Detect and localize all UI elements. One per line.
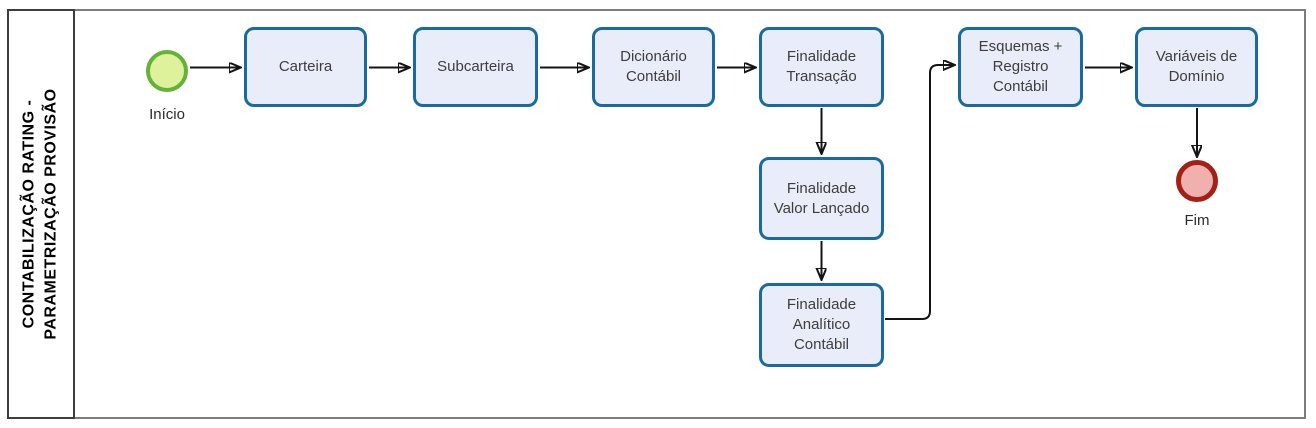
task-dicionario-contabil[interactable]: Dicionário Contábil [592,27,715,107]
start-event[interactable] [146,50,188,92]
task-subcarteira[interactable]: Subcarteira [413,27,538,107]
lane-header[interactable]: CONTABILIZAÇÃO RATING - PARAMETRIZAÇÃO P… [7,9,75,419]
task-label: Dicionário Contábil [620,48,687,85]
task-label: Carteira [278,58,333,76]
task-label: Finalidade Analítico Contábil [786,296,857,353]
task-label: Variáveis de Domínio [1155,48,1238,85]
task-esquemas-registro-contabil[interactable]: Esquemas + Registro Contábil [958,27,1083,107]
task-variaveis-de-dominio[interactable]: Variáveis de Domínio [1135,27,1258,107]
task-label: Esquemas + Registro Contábil [978,38,1063,95]
task-finalidade-analitico-contabil[interactable]: Finalidade Analítico Contábil [759,283,884,367]
task-label: Finalidade Valor Lançado [773,179,870,217]
task-label: Subcarteira [437,58,514,76]
task-carteira[interactable]: Carteira [244,27,367,107]
task-label: Finalidade Transação [786,48,857,85]
end-event[interactable] [1176,160,1218,202]
flow-analitico-to-esquemas [885,65,955,320]
task-finalidade-transacao[interactable]: Finalidade Transação [759,27,884,107]
start-event-label: Início [149,106,185,123]
end-event-label: Fim [1184,212,1210,229]
task-finalidade-valor-lancado[interactable]: Finalidade Valor Lançado [759,157,884,240]
